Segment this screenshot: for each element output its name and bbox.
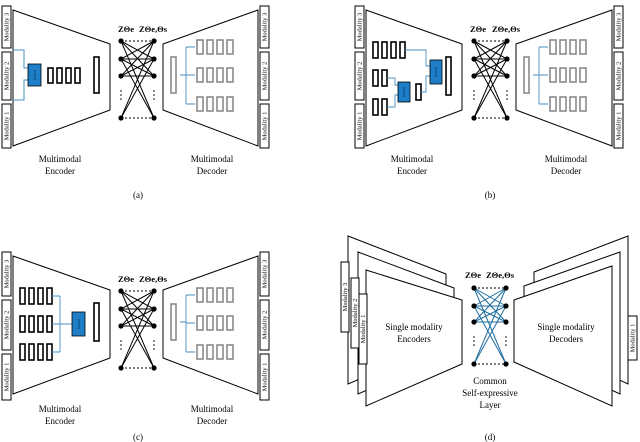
fusion-block-late bbox=[429, 59, 443, 85]
caption-a: (a) bbox=[133, 190, 143, 200]
modality-label: Modality 3 bbox=[4, 13, 11, 42]
decoder-layers bbox=[170, 287, 234, 360]
decoder-label: Decoder bbox=[197, 166, 227, 176]
encoder-layers bbox=[372, 41, 452, 116]
self-expressive-network bbox=[471, 285, 509, 367]
modality-label: Modality 1 bbox=[357, 112, 364, 141]
decoder-label: Multimodal bbox=[191, 154, 234, 164]
decoder-label: Single modality bbox=[537, 322, 595, 332]
encoder-label: Encoder bbox=[397, 166, 427, 176]
decoder-connectors bbox=[533, 46, 548, 105]
self-expressive-network bbox=[118, 38, 157, 121]
encoder-label: Encoder bbox=[45, 416, 75, 426]
modality-label: Modality 2 bbox=[616, 62, 623, 91]
input-modality-bars: Modality 3 Modality 2 Modality 1 bbox=[1, 5, 12, 149]
decoder-label: Decoders bbox=[549, 334, 583, 344]
z-theta-e-label: ZΘe bbox=[118, 24, 134, 34]
encoder-layers bbox=[47, 56, 100, 94]
caption-d: (d) bbox=[485, 432, 496, 442]
modality-label: Modality 1 bbox=[262, 363, 269, 392]
z-theta-es-label: ZΘe,Θs bbox=[139, 24, 168, 34]
modality-label: Modality 1 bbox=[616, 112, 623, 141]
modality-label: Modality 2 bbox=[352, 299, 359, 328]
modality-label: Modality 1 bbox=[630, 324, 637, 353]
output-modality-bars: Modality 3 Modality 2 Modality 1 bbox=[259, 251, 270, 401]
self-expressive-network bbox=[471, 38, 510, 121]
decoder-label: Multimodal bbox=[545, 154, 588, 164]
fusion-block bbox=[71, 311, 86, 337]
self-expressive-network bbox=[118, 288, 157, 371]
connector-lines bbox=[52, 295, 72, 353]
modality-label: Modality 3 bbox=[262, 13, 269, 42]
encoder-label: Encoder bbox=[45, 166, 75, 176]
z-theta-es-label: ZΘe,Θs bbox=[139, 274, 168, 284]
z-theta-e-label: ZΘe bbox=[470, 24, 486, 34]
modality-label: Modality 1 bbox=[262, 112, 269, 141]
caption-c: (c) bbox=[133, 432, 143, 442]
caption-b: (b) bbox=[485, 190, 496, 200]
fusion-label: fusion bbox=[32, 70, 37, 80]
modality-label: Modality 1 bbox=[4, 112, 11, 141]
encoder-trapezoid bbox=[365, 9, 463, 147]
z-theta-e-label: ZΘe bbox=[118, 274, 134, 284]
panel-a: Modality 3 Modality 2 Modality 1 fusion … bbox=[1, 5, 270, 200]
decoder-trapezoid-1 bbox=[513, 265, 613, 407]
output-modality-bars: Modality 3 Modality 2 Modality 1 bbox=[259, 5, 270, 149]
decoder-layers bbox=[523, 39, 587, 112]
fusion-label: fusion bbox=[76, 319, 81, 329]
z-theta-es-label: ZΘe,Θs bbox=[492, 24, 521, 34]
modality-label: Modality 2 bbox=[357, 62, 364, 91]
decoder-layers bbox=[170, 39, 234, 112]
modality-label: Modality 3 bbox=[357, 13, 364, 42]
input-modality-bars: Modality 3 Modality 2 Modality 1 bbox=[354, 5, 365, 149]
fusion-block-early bbox=[397, 81, 411, 103]
encoder-label: Multimodal bbox=[39, 404, 82, 414]
fusion-label: fusion bbox=[433, 67, 438, 77]
modality-label: Modality 1 bbox=[4, 363, 11, 392]
input-modality-bars: Modality 3 Modality 2 Modality 1 bbox=[1, 251, 12, 401]
modality-label: Modality 2 bbox=[4, 311, 11, 340]
panel-d: Modality 3 Modality 2 Modality 1 Single … bbox=[340, 235, 638, 442]
layer-label: Layer bbox=[480, 400, 501, 410]
modality-label: Modality 3 bbox=[4, 260, 11, 289]
modality-label: Modality 2 bbox=[4, 62, 11, 91]
z-theta-es-label: ZΘe,Θs bbox=[486, 270, 515, 280]
modality-label: Modality 1 bbox=[360, 315, 367, 344]
encoder-label: Single modality bbox=[385, 322, 443, 332]
modality-label: Modality 3 bbox=[616, 13, 623, 42]
fusion-label: fusion bbox=[401, 87, 406, 97]
decoder-label: Multimodal bbox=[191, 404, 234, 414]
panel-b: Modality 3 Modality 2 Modality 1 fusion … bbox=[354, 5, 624, 200]
decoder-label: Decoder bbox=[551, 166, 581, 176]
layer-label: Self-expressive bbox=[462, 388, 517, 398]
decoder-connectors bbox=[180, 294, 195, 353]
encoder-label: Multimodal bbox=[39, 154, 82, 164]
panel-c: Modality 3 Modality 2 Modality 1 fusion … bbox=[1, 251, 270, 442]
modality-label: Modality 2 bbox=[262, 62, 269, 91]
modality-label: Modality 3 bbox=[262, 260, 269, 289]
decoder-label: Decoder bbox=[197, 416, 227, 426]
z-theta-e-label: ZΘe bbox=[465, 270, 481, 280]
layer-label: Common bbox=[473, 376, 507, 386]
decoder-connectors bbox=[180, 46, 195, 105]
encoder-label: Encoders bbox=[397, 334, 431, 344]
fusion-block bbox=[27, 63, 42, 87]
connector-lines bbox=[387, 49, 430, 108]
modality-label: Modality 3 bbox=[342, 283, 349, 312]
connector-lines bbox=[13, 49, 28, 101]
encoder-label: Multimodal bbox=[391, 154, 434, 164]
modality-label: Modality 2 bbox=[262, 311, 269, 340]
output-modality-bars: Modality 3 Modality 2 Modality 1 bbox=[613, 5, 624, 149]
